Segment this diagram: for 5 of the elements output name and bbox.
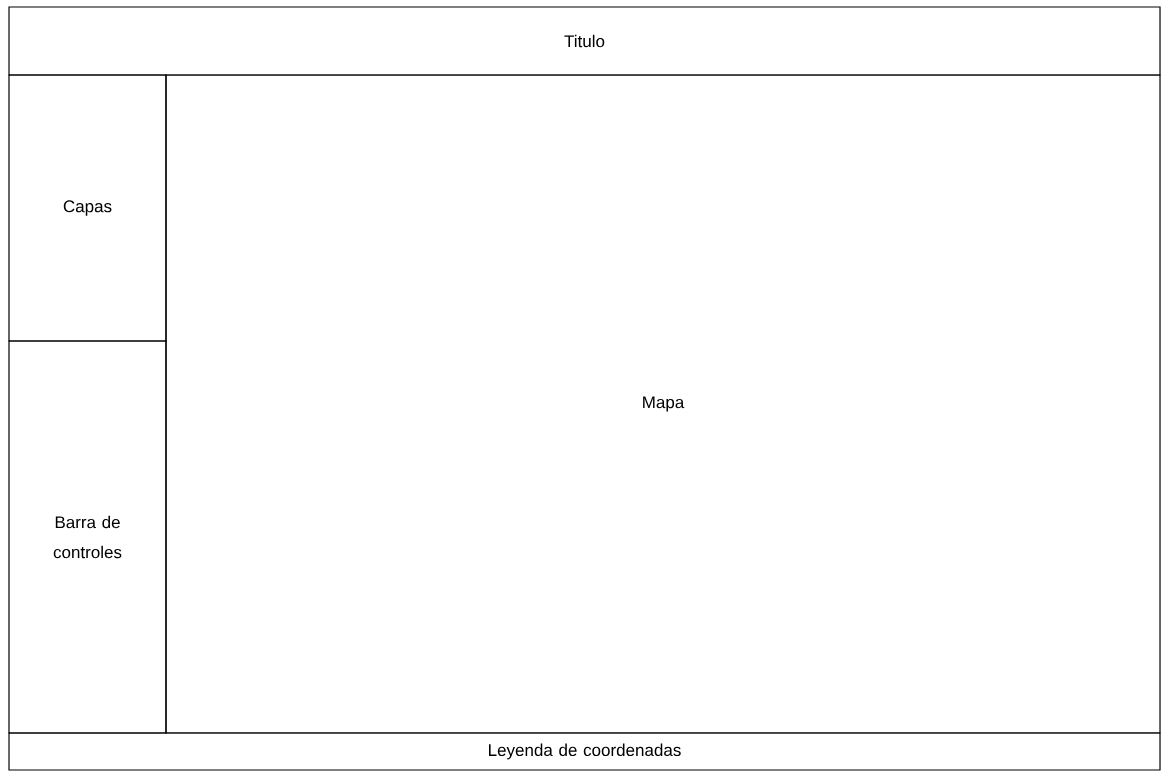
layout-panel: Barra de controles <box>8 340 167 734</box>
layout-panel: Titulo <box>8 6 1161 76</box>
layout-panel: Capas <box>8 74 167 342</box>
layout-panel: Leyenda de coordenadas <box>8 732 1161 771</box>
layout-panel: Mapa <box>165 74 1161 734</box>
